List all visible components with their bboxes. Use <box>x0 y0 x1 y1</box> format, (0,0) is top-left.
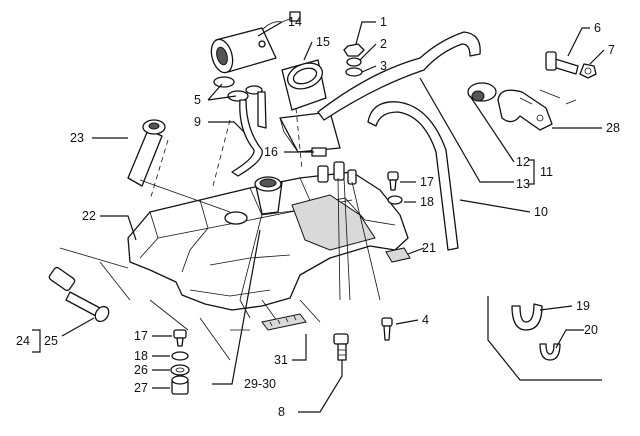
callout-6: 6 <box>594 21 601 35</box>
return-hose <box>367 101 459 251</box>
callout-25: 25 <box>44 334 58 348</box>
drain-plug-8 <box>333 333 349 361</box>
grommet-12 <box>467 82 497 102</box>
washer-2 <box>346 57 362 67</box>
callout-20: 20 <box>584 323 598 337</box>
fuel-tank <box>127 171 409 326</box>
nut-7 <box>579 63 597 79</box>
nut-1 <box>343 43 365 57</box>
strip-31 <box>261 313 307 331</box>
callout-17-right: 17 <box>420 175 434 189</box>
bolt-6 <box>545 51 579 75</box>
callout-19: 19 <box>576 299 590 313</box>
fuel-level-sender <box>127 119 231 213</box>
hose-clamps <box>213 76 263 102</box>
callout-18-right: 18 <box>420 195 434 209</box>
callout-10: 10 <box>534 205 548 219</box>
pump-bracket <box>279 111 341 157</box>
callout-5: 5 <box>194 93 201 107</box>
clamp-bracket-28 <box>497 89 553 131</box>
callout-23: 23 <box>70 131 84 145</box>
spacer-26 <box>170 364 190 376</box>
callout-2: 2 <box>380 37 387 51</box>
callout-28: 28 <box>606 121 620 135</box>
clip-21 <box>385 247 411 263</box>
callout-21: 21 <box>422 241 436 255</box>
clamp-19 <box>511 303 543 331</box>
callout-31: 31 <box>274 353 288 367</box>
washer-18-left <box>171 351 189 361</box>
clamp-20 <box>539 343 561 361</box>
callout-18-left: 18 <box>134 349 148 363</box>
fuel-pump <box>210 11 301 74</box>
callout-27: 27 <box>134 381 148 395</box>
callout-17-left: 17 <box>134 329 148 343</box>
top-hose <box>317 31 481 121</box>
callout-9: 9 <box>194 115 201 129</box>
callout-7: 7 <box>608 43 615 57</box>
valve-24-25 <box>48 266 110 323</box>
tank-vent-valves <box>317 161 381 301</box>
callout-1: 1 <box>380 15 387 29</box>
callout-26: 26 <box>134 363 148 377</box>
screw-4 <box>381 317 393 341</box>
hose-9 <box>231 91 267 177</box>
callout-15: 15 <box>316 35 330 49</box>
bushing-27 <box>171 375 189 395</box>
callout-22: 22 <box>82 209 96 223</box>
callout-16: 16 <box>264 145 278 159</box>
callout-4: 4 <box>422 313 429 327</box>
callout-8: 8 <box>278 405 285 419</box>
callout-13: 13 <box>516 177 530 191</box>
washer-3 <box>345 67 363 77</box>
washer-18-right <box>387 195 403 205</box>
screw-17-right <box>387 171 399 191</box>
filler-neck <box>239 176 283 301</box>
callout-29-30: 29-30 <box>244 377 276 391</box>
callout-3: 3 <box>380 59 387 73</box>
pump-sleeve <box>281 59 327 111</box>
callout-11: 11 <box>540 165 553 179</box>
callout-14: 14 <box>288 15 302 29</box>
callout-24: 24 <box>16 334 30 348</box>
screw-17-left <box>173 329 187 347</box>
callout-12: 12 <box>516 155 530 169</box>
